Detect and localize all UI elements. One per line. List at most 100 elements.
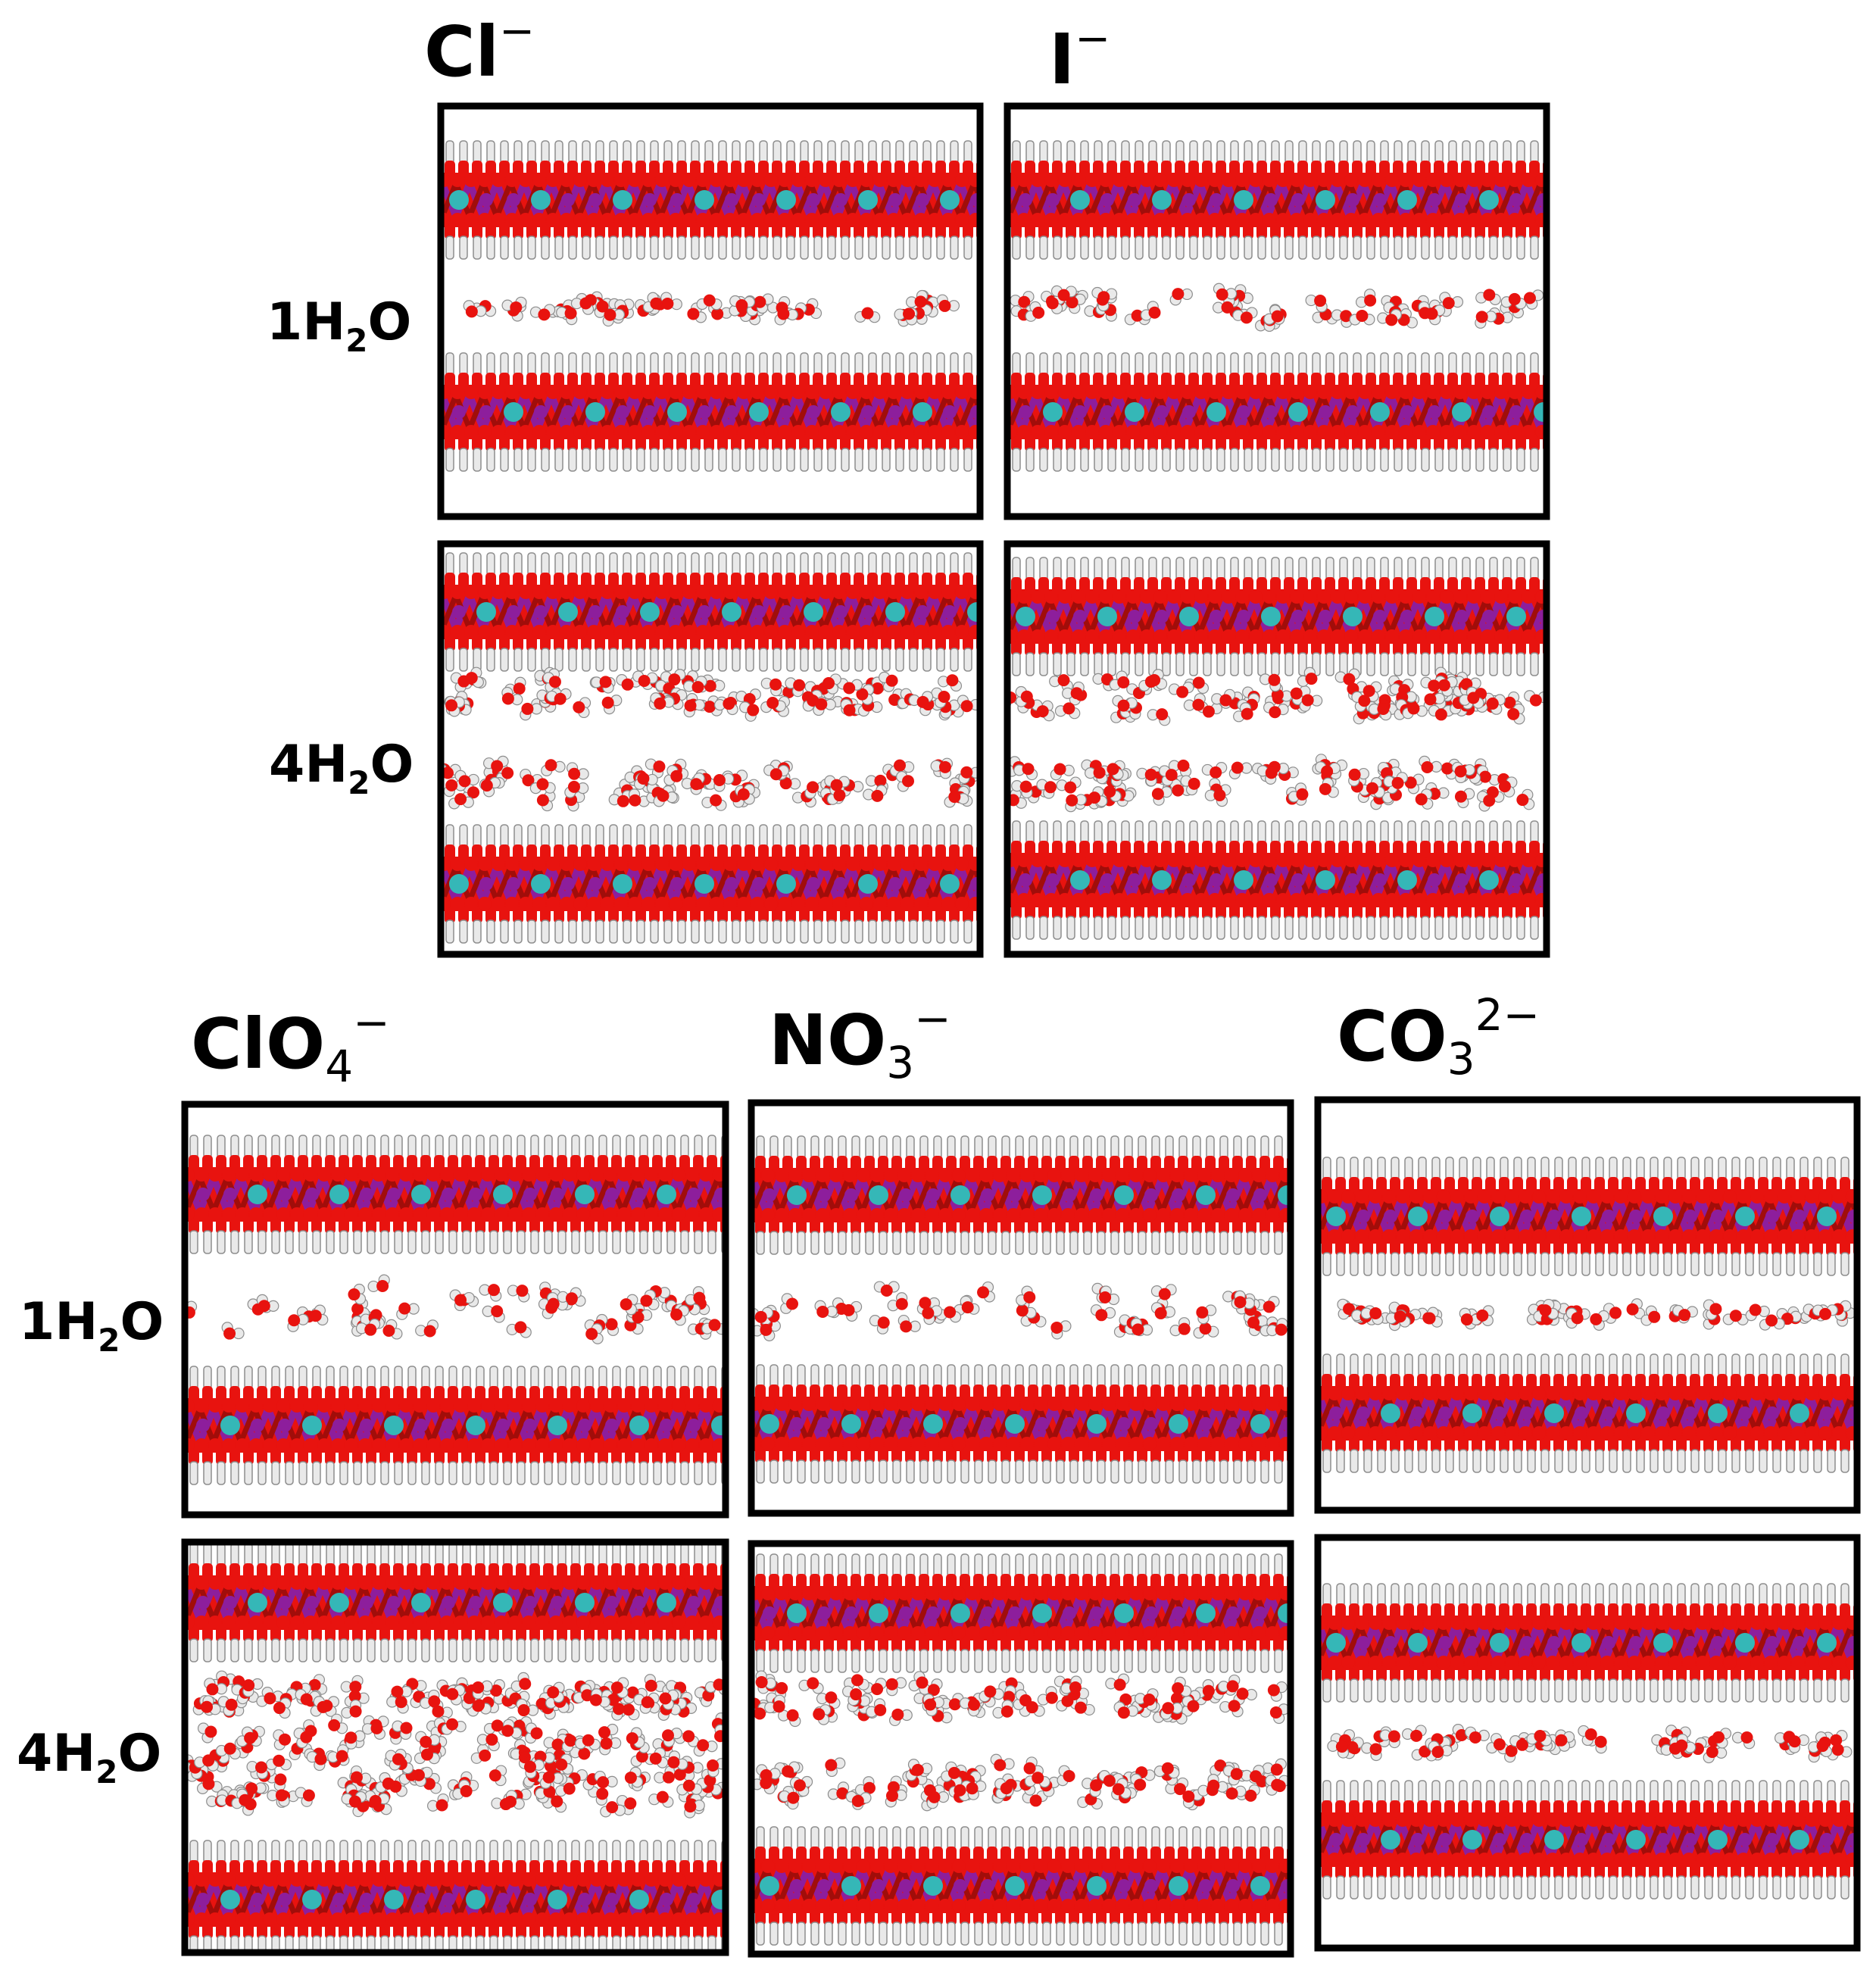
oxygen-atom (1723, 1616, 1737, 1630)
oxygen-atom (614, 857, 628, 871)
oxygen-atom (1126, 386, 1140, 399)
oxygen-atom (560, 425, 573, 439)
hydroxyl-group (270, 1135, 281, 1172)
hydroxyl-group (1120, 903, 1131, 940)
hydroxyl-group (946, 1553, 957, 1591)
hydroxyl-group (854, 140, 864, 177)
oxygen-atom (1818, 1853, 1832, 1866)
hydroxyl-group (638, 1448, 649, 1485)
hydroxyl-group (1472, 1353, 1482, 1391)
hydroxyl-group (448, 1840, 458, 1877)
hydroxyl-group (987, 1553, 997, 1591)
purple-metal-atom (790, 1417, 804, 1431)
hydroxyl-group (257, 1217, 267, 1254)
oxygen-atom (658, 1438, 672, 1452)
oxygen-atom (1099, 854, 1113, 867)
oxygen-atom (1072, 893, 1085, 907)
water-molecule (306, 1751, 327, 1772)
oxygen-atom (788, 1437, 802, 1450)
heading-no3: NO3− (769, 993, 951, 1088)
water-molecule (676, 1779, 703, 1796)
hydroxyl-group (1515, 557, 1526, 594)
oxygen-atom (1409, 1656, 1423, 1669)
oxygen-atom (764, 585, 778, 599)
oxygen-atom (1344, 629, 1358, 643)
oxygen-atom (982, 173, 996, 187)
oxygen-atom (1778, 1190, 1791, 1203)
hydroxyl-group (1812, 1862, 1823, 1900)
oxygen-atom (887, 213, 901, 226)
hydroxyl-group (891, 1553, 902, 1591)
hydroxyl-group (1488, 820, 1499, 857)
oxygen-atom (993, 1587, 1007, 1600)
hydroxyl-group (840, 435, 851, 472)
hydroxyl-group (407, 1545, 417, 1580)
oxygen-atom (1519, 1813, 1532, 1827)
hydroxyl-group (189, 1840, 199, 1877)
oxygen-atom (1355, 1426, 1369, 1440)
hydroxyl-group (1025, 903, 1035, 940)
oxygen-atom (1494, 893, 1508, 907)
hydroxyl-group (325, 1545, 336, 1580)
hydroxyl-group (1175, 140, 1185, 177)
hydroxyl-group (202, 1366, 213, 1403)
hydroxyl-group (1529, 820, 1540, 857)
interlayer-water (192, 1670, 723, 1722)
purple-metal-atom (1155, 610, 1169, 623)
hydroxyl-group (1608, 1436, 1618, 1473)
heading-co3: CO32− (1337, 989, 1540, 1085)
hydroxyl-group (1458, 1862, 1469, 1900)
water-molecule (602, 308, 626, 327)
oxygen-atom (590, 1576, 604, 1590)
purple-metal-atom (943, 405, 957, 419)
oxygen-atom (1467, 213, 1481, 226)
water-molecule (483, 1719, 510, 1736)
oxygen-atom (1668, 1229, 1682, 1243)
oxygen-atom (1522, 629, 1535, 643)
oxygen-atom (1007, 1437, 1020, 1450)
purple-metal-atom (763, 1606, 776, 1620)
hydroxyl-group (1731, 1862, 1741, 1900)
hydroxyl-group (826, 907, 837, 944)
oxygen-atom (1167, 425, 1181, 439)
hydroxyl-group (625, 1448, 635, 1485)
oxygen-atom (1061, 1208, 1075, 1222)
oxygen-atom (832, 213, 846, 226)
oxygen-atom (1113, 173, 1126, 187)
hydroxyl-group (485, 435, 496, 472)
hydroxyl-group (1205, 1553, 1216, 1591)
oxygen-atom (1535, 893, 1544, 907)
oxygen-atom (1208, 425, 1222, 439)
hydroxyl-group (854, 907, 864, 944)
hydroxyl-group (1420, 820, 1431, 857)
hydroxyl-group (1649, 1583, 1659, 1620)
hydroxyl-group (1472, 1780, 1482, 1817)
purple-metal-atom (305, 1188, 319, 1201)
hydroxyl-group (1335, 1157, 1346, 1194)
oxygen-atom (1358, 173, 1372, 187)
hydroxyl-group (1028, 1636, 1038, 1673)
hydroxyl-group (717, 435, 728, 472)
water-molecule (197, 1722, 217, 1744)
hydroxyl-group (799, 552, 810, 589)
hydroxyl-group (973, 1826, 984, 1863)
oxygen-atom (1058, 629, 1072, 643)
oxygen-atom (478, 173, 492, 187)
hydroxyl-group (1164, 1364, 1175, 1401)
cyan-metal-atom (548, 1416, 567, 1435)
oxygen-atom (546, 425, 560, 439)
hydroxyl-group (1161, 140, 1172, 177)
hydroxyl-group (1038, 557, 1049, 594)
oxygen-atom (519, 173, 532, 187)
hydroxyl-group (461, 1545, 472, 1580)
cyan-metal-atom (1087, 1876, 1107, 1896)
oxygen-atom (1453, 425, 1467, 439)
purple-metal-atom (981, 1417, 994, 1431)
hydroxyl-group (1025, 140, 1035, 177)
hydroxyl-group (595, 552, 605, 589)
panel-i-1h2o (1010, 109, 1544, 514)
oxygen-atom (1369, 1616, 1382, 1630)
hydroxyl-group (973, 1447, 984, 1484)
oxygen-atom (737, 625, 751, 638)
oxygen-atom (222, 1399, 236, 1413)
